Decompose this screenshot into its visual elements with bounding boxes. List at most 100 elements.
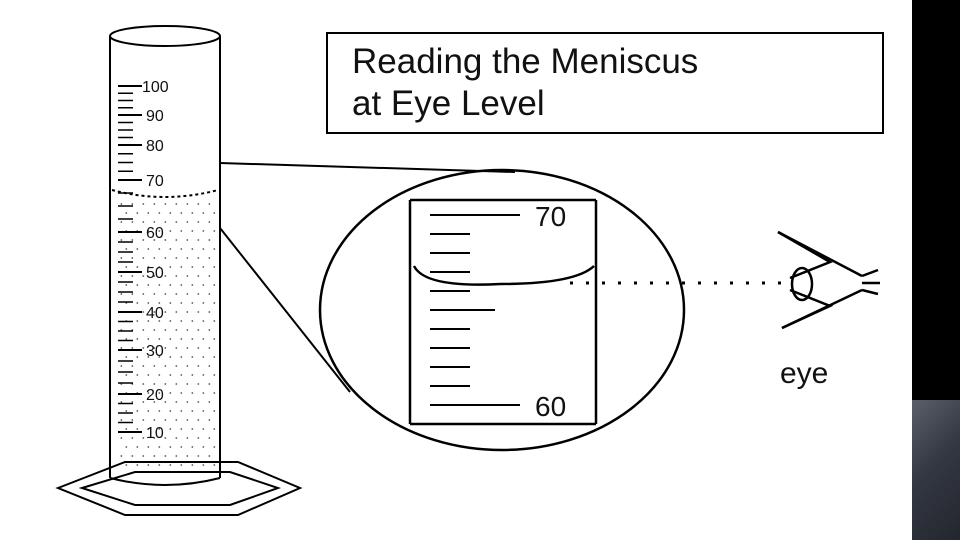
liquid-dot bbox=[213, 446, 216, 448]
liquid-dot bbox=[142, 257, 145, 259]
liquid-dot bbox=[180, 248, 183, 250]
liquid-dot bbox=[125, 248, 128, 250]
liquid-dot bbox=[136, 464, 139, 466]
liquid-dot bbox=[164, 437, 167, 439]
scale-label: 40 bbox=[146, 305, 164, 322]
liquid-dot bbox=[213, 230, 216, 232]
zoom-connector-lines bbox=[219, 162, 516, 393]
liquid-dot bbox=[142, 311, 145, 313]
liquid-dot bbox=[136, 266, 139, 268]
liquid-dot bbox=[142, 347, 145, 349]
liquid-dot bbox=[202, 374, 205, 376]
liquid-dot bbox=[125, 446, 128, 448]
liquid-dot bbox=[125, 212, 128, 214]
liquid-dot bbox=[197, 329, 200, 331]
liquid-dot bbox=[175, 239, 178, 241]
liquid-dot bbox=[180, 410, 183, 412]
cylinder-scale-labels: 100 90 80 70 60 50 40 30 20 10 bbox=[142, 79, 169, 442]
liquid-dot bbox=[147, 374, 150, 376]
liquid-dot bbox=[131, 365, 134, 367]
liquid-dot bbox=[169, 248, 172, 250]
magnified-cylinder bbox=[408, 198, 598, 426]
liquid-dot bbox=[131, 221, 134, 223]
liquid-dot bbox=[186, 383, 189, 385]
liquid-dot bbox=[202, 428, 205, 430]
liquid-dot bbox=[147, 302, 150, 304]
liquid-dot bbox=[186, 329, 189, 331]
liquid-dot bbox=[142, 329, 145, 331]
liquid-dot bbox=[186, 203, 189, 205]
liquid-dot bbox=[197, 437, 200, 439]
liquid-dot bbox=[191, 302, 194, 304]
liquid-dot bbox=[208, 455, 211, 457]
liquid-dot bbox=[147, 446, 150, 448]
liquid-dot bbox=[169, 446, 172, 448]
liquid-dot bbox=[142, 419, 145, 421]
liquid-dot bbox=[153, 221, 156, 223]
liquid-dot bbox=[142, 437, 145, 439]
liquid-dot bbox=[202, 248, 205, 250]
liquid-dot bbox=[175, 293, 178, 295]
liquid-dot bbox=[208, 257, 211, 259]
liquid-dot bbox=[164, 275, 167, 277]
liquid-dot bbox=[164, 239, 167, 241]
liquid-dot bbox=[169, 212, 172, 214]
liquid-dot bbox=[175, 365, 178, 367]
liquid-dot bbox=[169, 374, 172, 376]
liquid-dot bbox=[197, 221, 200, 223]
liquid-dot bbox=[180, 374, 183, 376]
liquid-dot bbox=[169, 266, 172, 268]
liquid-dot bbox=[153, 365, 156, 367]
liquid-dot bbox=[180, 356, 183, 358]
liquid-dot bbox=[164, 419, 167, 421]
liquid-dot bbox=[180, 338, 183, 340]
liquid-dot bbox=[202, 356, 205, 358]
liquid-dot bbox=[191, 338, 194, 340]
liquid-dot bbox=[120, 437, 123, 439]
liquid-dot bbox=[213, 464, 216, 466]
magnified-tick-marks bbox=[430, 214, 520, 406]
liquid-dot bbox=[186, 239, 189, 241]
scale-label: 20 bbox=[146, 387, 164, 404]
liquid-dot bbox=[186, 275, 189, 277]
liquid-dot bbox=[136, 374, 139, 376]
liquid-dot bbox=[197, 455, 200, 457]
liquid-dot bbox=[153, 383, 156, 385]
liquid-dot bbox=[142, 275, 145, 277]
liquid-dot bbox=[153, 257, 156, 259]
liquid-dot bbox=[191, 248, 194, 250]
liquid-dot bbox=[125, 284, 128, 286]
liquid-dot bbox=[158, 230, 161, 232]
liquid-dot bbox=[202, 284, 205, 286]
liquid-dot bbox=[158, 464, 161, 466]
liquid-dot bbox=[208, 437, 211, 439]
liquid-dot bbox=[169, 356, 172, 358]
liquid-dot bbox=[158, 212, 161, 214]
liquid-dot bbox=[131, 437, 134, 439]
liquid-dot bbox=[202, 446, 205, 448]
liquid-dot bbox=[153, 275, 156, 277]
liquid-dot bbox=[186, 419, 189, 421]
cylinder-tick-marks bbox=[118, 85, 142, 433]
scale-label: 100 bbox=[142, 79, 169, 96]
liquid-dot bbox=[208, 239, 211, 241]
liquid-dot bbox=[147, 338, 150, 340]
liquid-dot bbox=[202, 338, 205, 340]
liquid-dot bbox=[186, 365, 189, 367]
liquid-dot bbox=[164, 221, 167, 223]
liquid-dot bbox=[191, 284, 194, 286]
liquid-dot bbox=[175, 329, 178, 331]
liquid-dot bbox=[191, 446, 194, 448]
liquid-dot bbox=[136, 248, 139, 250]
liquid-dot bbox=[131, 293, 134, 295]
liquid-dot bbox=[175, 401, 178, 403]
liquid-dot bbox=[180, 212, 183, 214]
title-line-2: at Eye Level bbox=[352, 84, 545, 123]
liquid-dot bbox=[131, 419, 134, 421]
liquid-dot bbox=[202, 410, 205, 412]
liquid-dot bbox=[169, 284, 172, 286]
liquid-dot bbox=[180, 302, 183, 304]
liquid-dot bbox=[197, 419, 200, 421]
liquid-dot bbox=[158, 302, 161, 304]
